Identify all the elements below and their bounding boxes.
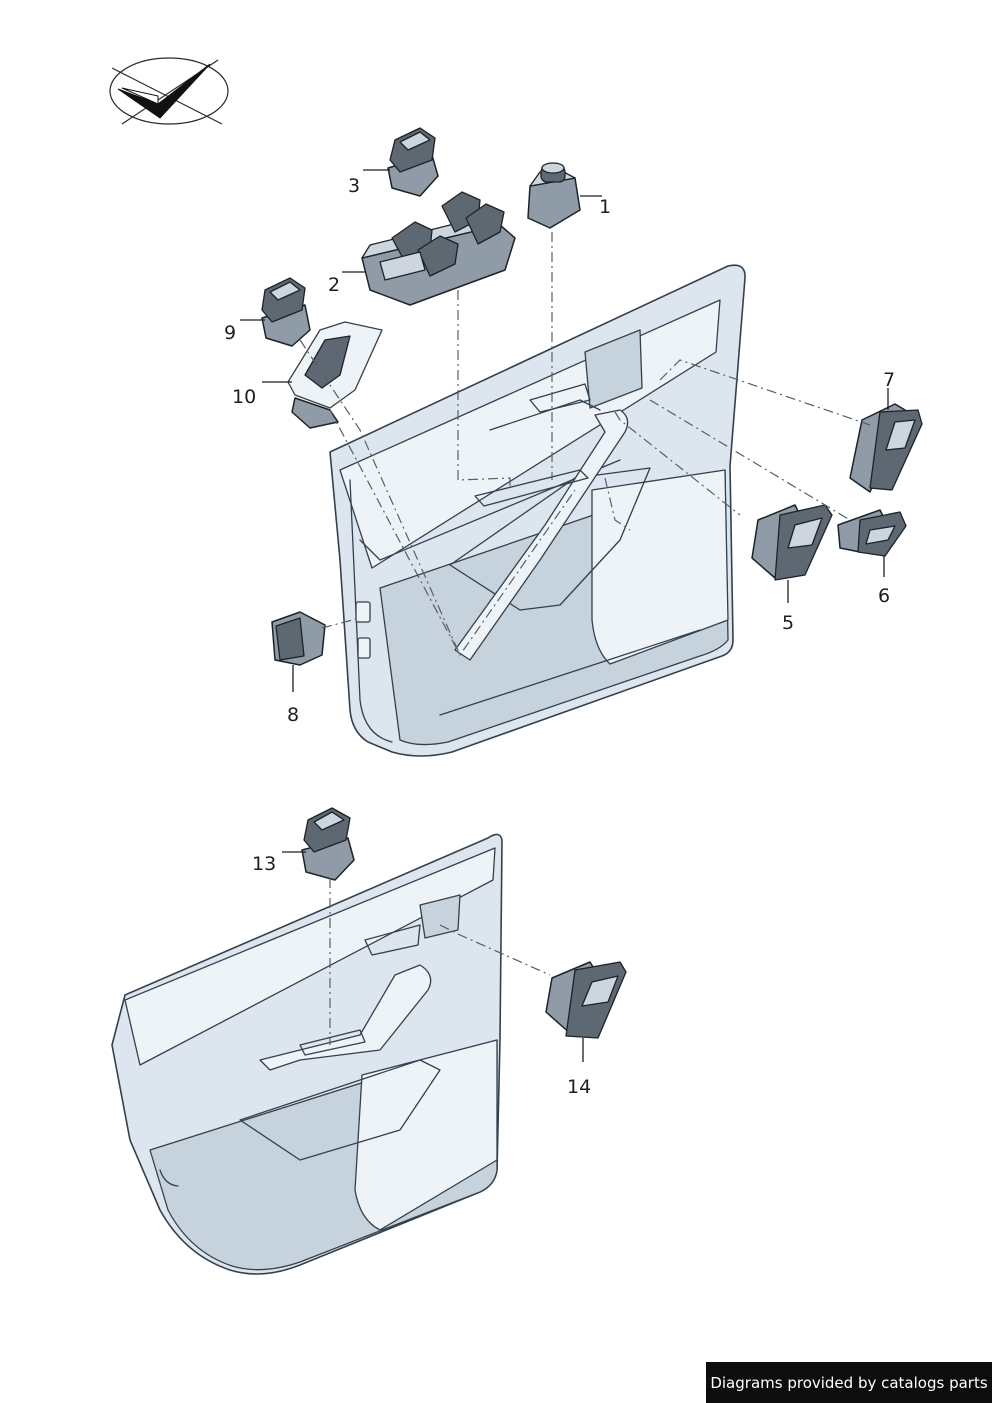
callout-2: 2 (328, 274, 341, 296)
part-14-rear-door-switch (545, 961, 627, 1039)
orientation-arrow-icon (109, 57, 229, 125)
callout-6: 6 (878, 585, 891, 607)
part-13-rear-window-switch (301, 807, 355, 881)
callout-13: 13 (252, 853, 277, 875)
part-3-single-window-switch (387, 127, 439, 197)
front-door-trim-panel (329, 264, 746, 757)
installation-guide-lines (299, 232, 871, 1045)
diagram-credit-banner: Diagrams provided by catalogs parts (706, 1362, 992, 1403)
part-1-mirror-switch (527, 162, 581, 229)
callout-10: 10 (232, 386, 257, 408)
part-2-window-switch-block (361, 191, 516, 306)
callout-14: 14 (567, 1076, 592, 1098)
part-7-driver-control-switch (849, 403, 923, 493)
rear-door-trim-panel (111, 833, 503, 1275)
part-9-single-window-switch (261, 277, 311, 347)
part-10-switch-bezel (287, 321, 383, 429)
callout-1: 1 (599, 196, 612, 218)
callout-9: 9 (224, 322, 237, 344)
part-6-door-switch (837, 509, 907, 557)
part-5-door-switch (751, 504, 833, 581)
callout-leader-lines (240, 169, 889, 1062)
callout-5: 5 (782, 612, 795, 634)
callout-7: 7 (883, 369, 896, 391)
callout-3: 3 (348, 175, 361, 197)
part-8-button-switch (271, 611, 326, 666)
callout-8: 8 (287, 704, 300, 726)
